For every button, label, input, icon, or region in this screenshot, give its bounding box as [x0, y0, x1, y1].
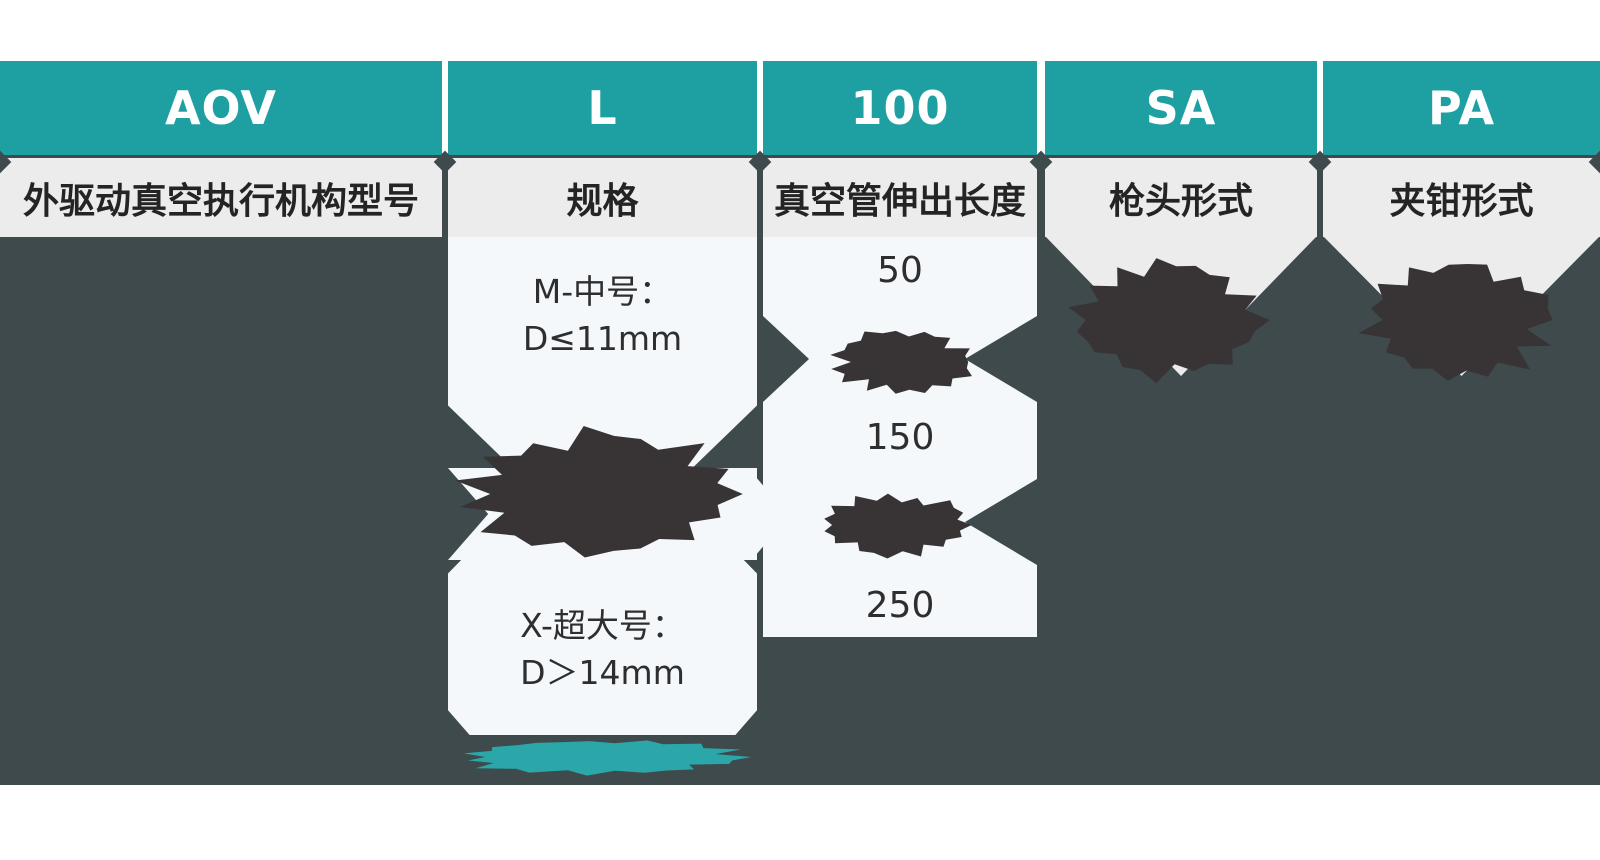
code-aov-text: AOV — [164, 81, 278, 135]
code-pa: PA — [1323, 61, 1600, 155]
tube-length-value-150: 150 — [865, 417, 935, 458]
spec-xlarge-line2: D＞14mm — [520, 653, 685, 692]
label-tip-type: 枪头形式 — [1045, 158, 1317, 237]
tube-length-value-50: 50 — [877, 250, 923, 291]
spec-xlarge-line1: X-超大号： — [520, 606, 685, 645]
spec-option-medium-text: M-中号： D≤11mm — [448, 268, 757, 362]
label-model-type: 外驱动真空执行机构型号 — [0, 158, 442, 237]
spec-option-xlarge-panel — [448, 545, 757, 735]
spec-medium-line1: M-中号： — [532, 272, 673, 311]
code-sa-text: SA — [1145, 81, 1217, 135]
label-tube-length-text: 真空管伸出长度 — [773, 180, 1026, 222]
code-l-text: L — [587, 81, 618, 135]
code-aov: AOV — [0, 61, 442, 155]
label-spec: 规格 — [448, 158, 757, 237]
code-100-text: 100 — [850, 81, 950, 135]
code-100: 100 — [763, 61, 1037, 155]
spec-option-xlarge-text: X-超大号： D＞14mm — [448, 602, 757, 696]
spec-medium-line2: D≤11mm — [522, 319, 683, 358]
tube-length-value-250: 250 — [865, 585, 935, 626]
code-sa: SA — [1045, 61, 1317, 155]
label-spec-text: 规格 — [566, 180, 639, 222]
code-pa-text: PA — [1427, 81, 1496, 135]
label-tube-length: 真空管伸出长度 — [763, 158, 1037, 237]
tube-length-panel — [763, 237, 1037, 637]
label-clamp-type-text: 夹钳形式 — [1389, 180, 1534, 222]
code-l: L — [448, 61, 757, 155]
label-model-type-text: 外驱动真空执行机构型号 — [22, 180, 419, 222]
label-tip-type-text: 枪头形式 — [1108, 180, 1253, 222]
label-clamp-type: 夹钳形式 — [1323, 158, 1600, 237]
